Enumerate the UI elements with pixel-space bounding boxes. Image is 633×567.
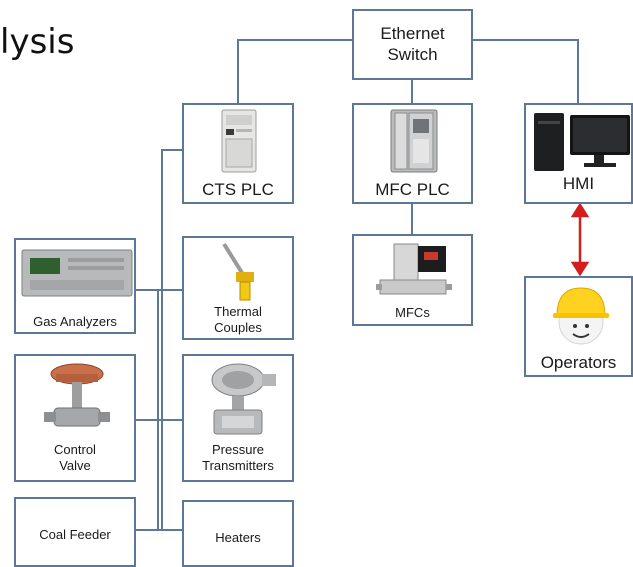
control-valve-label: Control Valve (54, 442, 96, 474)
cts-plc-box: CTS PLC (182, 103, 294, 204)
ethernet-switch-label: Ethernet Switch (380, 24, 445, 65)
control-valve-box: Control Valve (14, 354, 136, 482)
thermal-couples-label: Thermal Couples (214, 304, 262, 336)
control-valve-icon (44, 363, 110, 427)
operator-helmet-icon (553, 287, 609, 345)
mass-flow-controller-icon (376, 243, 452, 295)
heaters-label: Heaters (215, 530, 261, 545)
switch-to-hmi-line (473, 39, 579, 103)
hmi-label: HMI (562, 174, 595, 193)
heaters-box: Heaters (182, 500, 294, 567)
mfc-plc-box: MFC PLC (352, 103, 473, 204)
thermal-couples-box: Thermal Couples (182, 236, 294, 340)
operators-label: Operators (540, 353, 617, 372)
pressure-transmitter-icon (211, 363, 276, 435)
operators-box: Operators (524, 276, 633, 377)
mfcs-label: MFCs (395, 305, 430, 320)
hmi-operators-arrow (570, 202, 590, 277)
cts-plc-label: CTS PLC (202, 180, 274, 199)
cts-bus-line (161, 149, 182, 530)
coal-feeder-label: Coal Feeder (39, 527, 111, 542)
title-fragment: lysis (0, 22, 75, 62)
mfcs-box: MFCs (352, 234, 473, 326)
controllogix-icon (390, 109, 438, 173)
plc-module-icon (221, 109, 257, 173)
pressure-transmitters-box: Pressure Transmitters (182, 354, 294, 482)
hmi-box: HMI (524, 103, 633, 204)
switch-to-cts-line (237, 39, 352, 103)
ethernet-switch-box: Ethernet Switch (352, 9, 473, 80)
gas-analyzers-label: Gas Analyzers (33, 314, 117, 329)
mfc-plc-label: MFC PLC (375, 180, 450, 199)
coal-feeder-box: Coal Feeder (14, 497, 136, 567)
gas-analyzer-icon (21, 249, 133, 297)
gas-analyzers-box: Gas Analyzers (14, 238, 136, 334)
pressure-transmitters-label: Pressure Transmitters (202, 442, 274, 474)
computer-icon (534, 113, 630, 171)
thermocouple-icon (222, 242, 254, 301)
